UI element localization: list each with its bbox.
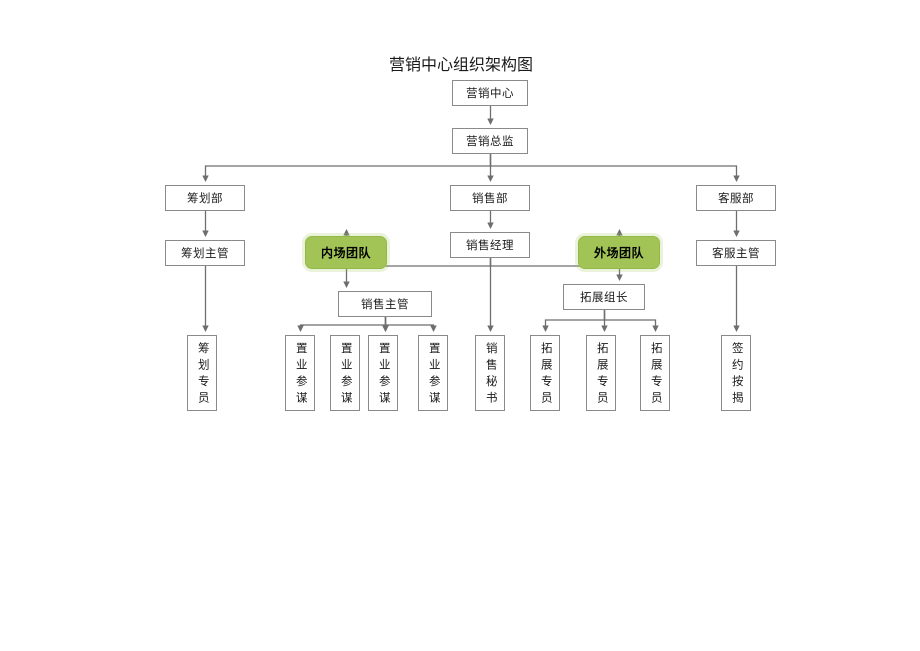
org-node-label: 置业参谋 xyxy=(427,342,440,408)
org-node-label: 签约按揭 xyxy=(730,342,743,408)
org-node-label: 客服部 xyxy=(718,193,754,205)
connector xyxy=(297,317,387,332)
org-node-n5[interactable]: 客服部 xyxy=(696,185,776,211)
org-node-label: 置业参谋 xyxy=(377,342,390,408)
org-node-n22[interactable]: 签约按揭 xyxy=(721,335,751,411)
org-node-n13[interactable]: 筹划专员 xyxy=(187,335,217,411)
org-node-n8[interactable]: 销售经理 xyxy=(450,232,530,258)
org-node-label: 外场团队 xyxy=(593,246,644,260)
org-node-label: 拓展专员 xyxy=(595,342,608,408)
org-node-n7[interactable]: 内场团队 xyxy=(305,236,387,269)
org-node-n15[interactable]: 置业参谋 xyxy=(330,335,360,411)
org-node-label: 筹划主管 xyxy=(181,248,229,260)
org-node-n20[interactable]: 拓展专员 xyxy=(586,335,616,411)
org-node-n12[interactable]: 拓展组长 xyxy=(563,284,645,310)
org-node-n9[interactable]: 外场团队 xyxy=(578,236,660,269)
page-title: 营销中心组织架构图 xyxy=(389,57,534,74)
connector xyxy=(489,154,740,182)
org-node-label: 销售秘书 xyxy=(484,342,497,408)
org-node-n10[interactable]: 客服主管 xyxy=(696,240,776,266)
org-node-label: 销售部 xyxy=(472,193,508,205)
org-node-label: 拓展组长 xyxy=(580,292,628,304)
org-node-n3[interactable]: 筹划部 xyxy=(165,185,245,211)
connector xyxy=(542,310,606,332)
org-node-label: 内场团队 xyxy=(320,246,371,260)
org-node-label: 筹划部 xyxy=(187,193,223,205)
org-node-label: 销售经理 xyxy=(466,240,514,252)
org-node-label: 营销中心 xyxy=(466,88,514,100)
org-node-n19[interactable]: 拓展专员 xyxy=(530,335,560,411)
org-node-n17[interactable]: 置业参谋 xyxy=(418,335,448,411)
org-node-n6[interactable]: 筹划主管 xyxy=(165,240,245,266)
connector-group xyxy=(202,106,740,332)
connector xyxy=(384,317,437,332)
org-node-n1[interactable]: 营销中心 xyxy=(452,80,528,106)
org-node-n21[interactable]: 拓展专员 xyxy=(640,335,670,411)
org-node-label: 营销总监 xyxy=(466,136,514,148)
org-node-n4[interactable]: 销售部 xyxy=(450,185,530,211)
org-node-label: 销售主管 xyxy=(361,299,409,311)
org-node-label: 筹划专员 xyxy=(196,342,209,408)
connector xyxy=(202,154,492,182)
org-node-n16[interactable]: 置业参谋 xyxy=(368,335,398,411)
org-node-label: 拓展专员 xyxy=(539,342,552,408)
org-node-n11[interactable]: 销售主管 xyxy=(338,291,432,317)
connector xyxy=(603,310,659,332)
org-node-n14[interactable]: 置业参谋 xyxy=(285,335,315,411)
org-node-n2[interactable]: 营销总监 xyxy=(452,128,528,154)
org-node-label: 置业参谋 xyxy=(294,342,307,408)
org-node-label: 置业参谋 xyxy=(339,342,352,408)
org-node-n18[interactable]: 销售秘书 xyxy=(475,335,505,411)
org-node-label: 拓展专员 xyxy=(649,342,662,408)
org-node-label: 客服主管 xyxy=(712,248,760,260)
